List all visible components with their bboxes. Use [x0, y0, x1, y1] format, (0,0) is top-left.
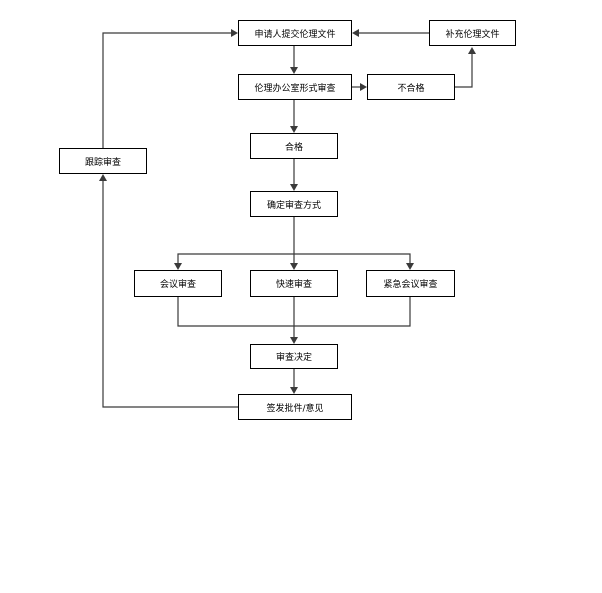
- node-unqualified: 不合格: [367, 74, 455, 100]
- arrowhead: [290, 184, 298, 191]
- edge-follow-up-to-submit: [102, 32, 231, 148]
- node-follow-up-review: 跟踪审查: [59, 148, 147, 174]
- node-qualified: 合格: [250, 133, 338, 159]
- arrowhead: [290, 337, 298, 344]
- arrowhead: [290, 126, 298, 133]
- arrowhead: [352, 29, 359, 37]
- arrowhead: [231, 29, 238, 37]
- node-meeting-review: 会议审查: [134, 270, 222, 297]
- node-supplement-documents: 补充伦理文件: [429, 20, 516, 46]
- node-issue-approval: 签发批件/意见: [238, 394, 352, 420]
- edge-unqualified-to-supplement: [455, 54, 473, 88]
- arrowhead: [290, 387, 298, 394]
- edge-issue-to-follow-up: [102, 181, 238, 408]
- edge-branch-bar: [177, 253, 411, 263]
- node-submit-documents: 申请人提交伦理文件: [238, 20, 352, 46]
- arrowhead: [290, 263, 298, 270]
- arrowhead: [360, 83, 367, 91]
- node-determine-method: 确定审查方式: [250, 191, 338, 217]
- node-emergency-meeting-review: 紧急会议审查: [366, 270, 455, 297]
- arrowhead: [468, 47, 476, 54]
- arrowhead: [290, 67, 298, 74]
- node-expedited-review: 快速审查: [250, 270, 338, 297]
- arrowhead: [406, 263, 414, 270]
- node-review-decision: 审查决定: [250, 344, 338, 369]
- node-formal-review: 伦理办公室形式审查: [238, 74, 352, 100]
- arrowhead: [174, 263, 182, 270]
- arrowhead: [99, 174, 107, 181]
